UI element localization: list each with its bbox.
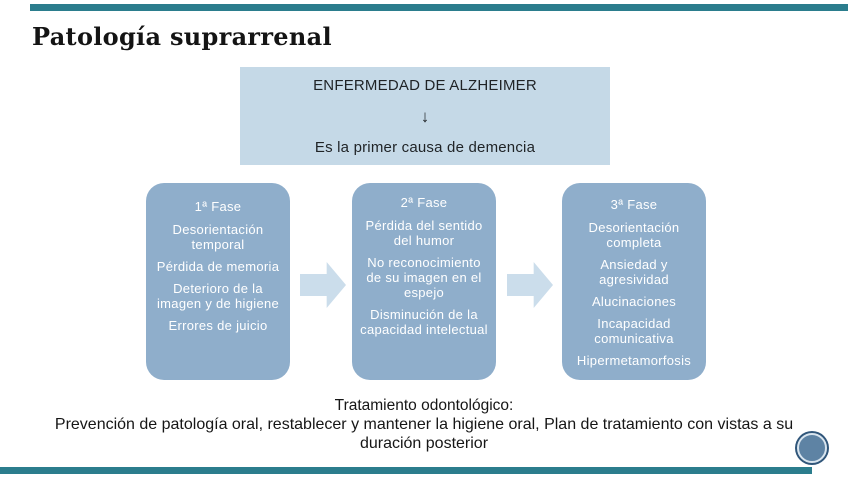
alzheimer-header-box: ENFERMEDAD DE ALZHEIMER ↓ Es la primer c… (240, 67, 610, 165)
phase-3-item: Ansiedad y agresividad (599, 256, 669, 287)
phase-box-3: 3ª Fase Desorientación completa Ansiedad… (562, 183, 706, 380)
top-accent-bar (30, 4, 848, 11)
right-block-arrow-icon (300, 262, 346, 308)
phase-1-title: 1ª Fase (194, 199, 242, 214)
phase-1-item: Deterioro de la imagen y de higiene (156, 280, 280, 311)
header-line-1: ENFERMEDAD DE ALZHEIMER (313, 77, 537, 94)
header-line-2: Es la primer causa de demencia (314, 139, 536, 156)
phase-2-item: Pérdida del sentido del humor (365, 217, 483, 248)
phase-2-item: Disminución de la capacidad intelectual (360, 306, 488, 337)
phase-3-title: 3ª Fase (610, 197, 658, 212)
footer-text-block: Tratamiento odontológico: Prevención de … (24, 396, 824, 454)
phase-box-2: 2ª Fase Pérdida del sentido del humor No… (352, 183, 496, 380)
phase-1-item: Errores de juicio (168, 317, 268, 333)
phase-1-item: Pérdida de memoria (156, 258, 280, 274)
down-arrow-icon: ↓ (420, 107, 430, 126)
phase-3-item: Hipermetamorfosis (576, 352, 692, 368)
right-block-arrow-icon (507, 262, 553, 308)
footer-heading: Tratamiento odontológico: (334, 397, 514, 414)
footer-body: Prevención de patología oral, restablece… (54, 416, 794, 453)
phase-box-1: 1ª Fase Desorientación temporal Pérdida … (146, 183, 290, 380)
page-title: Patología suprarrenal (32, 22, 332, 51)
circle-ornament-icon (797, 433, 827, 463)
phase-2-title: 2ª Fase (400, 195, 448, 210)
phase-3-item: Desorientación completa (588, 219, 680, 250)
phase-3-item: Alucinaciones (591, 293, 677, 309)
phase-3-item: Incapacidad comunicativa (594, 315, 674, 346)
phase-1-item: Desorientación temporal (172, 221, 264, 252)
phase-2-item: No reconocimiento de su imagen en el esp… (366, 254, 482, 300)
bottom-accent-bar (0, 467, 812, 474)
